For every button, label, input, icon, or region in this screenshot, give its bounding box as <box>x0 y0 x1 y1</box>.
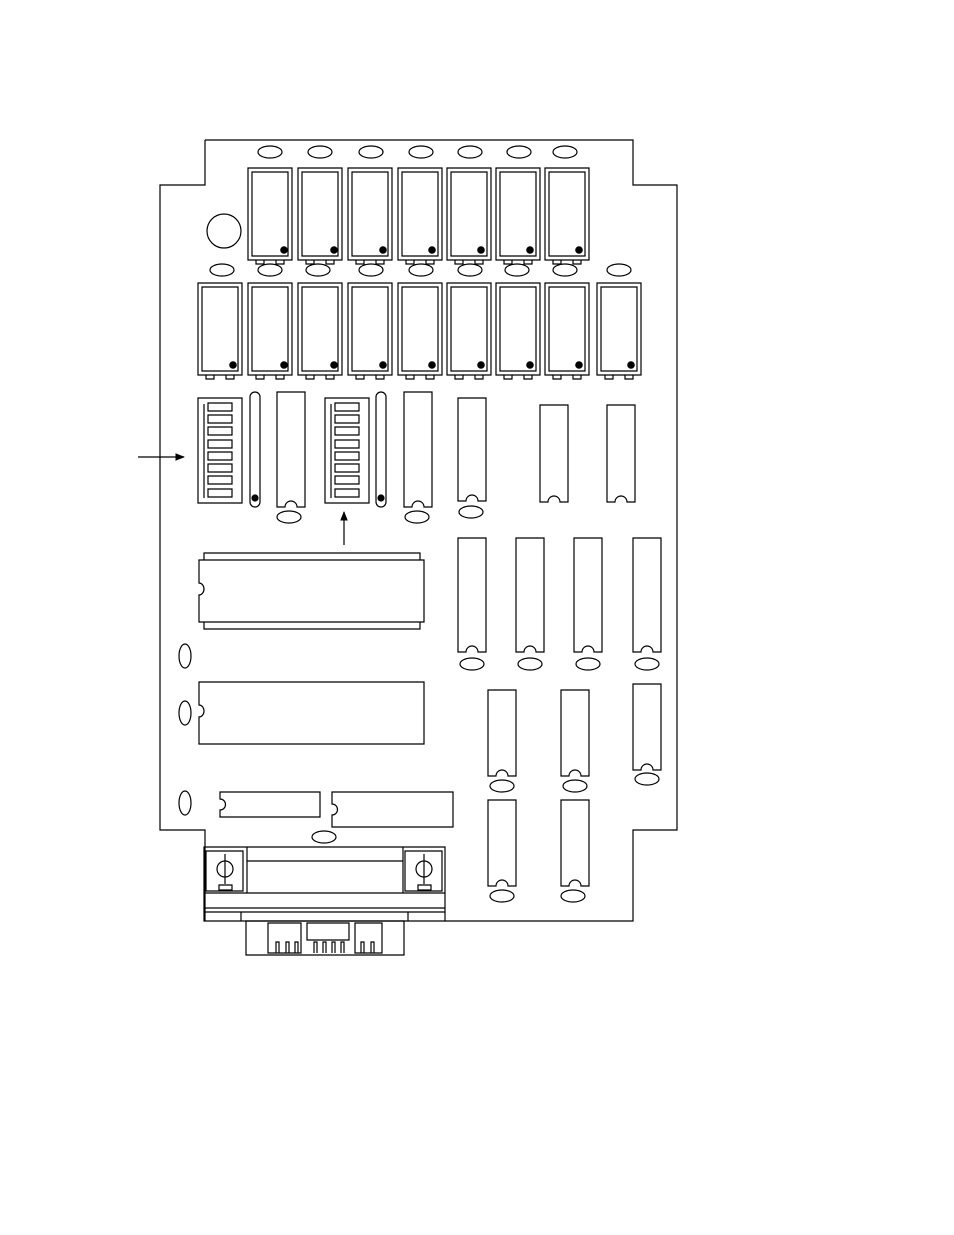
ic-chip <box>561 690 589 776</box>
top-pads-row <box>258 146 577 158</box>
connector-screw-left <box>206 851 243 891</box>
pad <box>405 511 429 523</box>
relay <box>597 283 641 379</box>
relay <box>447 283 491 379</box>
ic-row-2-pads <box>460 658 659 670</box>
ic-chip <box>458 398 486 501</box>
connector-plug <box>246 921 404 955</box>
pad <box>607 264 631 276</box>
bottom-ic-2 <box>332 792 453 827</box>
relay <box>496 168 540 264</box>
ic-chip <box>404 392 432 507</box>
relay <box>447 168 491 264</box>
pad <box>490 890 514 902</box>
relay <box>398 168 442 264</box>
relay <box>248 168 292 264</box>
second-pads-row <box>210 264 631 276</box>
ic-row-1-pads <box>277 506 483 523</box>
ic-chip <box>574 538 602 652</box>
pad <box>459 506 483 518</box>
ic-chip <box>277 392 305 507</box>
capacitor <box>250 392 260 507</box>
ic-chip <box>607 405 635 502</box>
dip-switch-bank-1 <box>198 398 242 503</box>
pad <box>306 264 330 276</box>
pad <box>563 780 587 792</box>
db-connector <box>204 847 445 955</box>
relay <box>248 283 292 379</box>
board-outline <box>160 140 677 921</box>
ic-row-4-pads <box>490 890 585 902</box>
relay <box>545 168 589 264</box>
relay <box>348 168 392 264</box>
pad <box>576 658 600 670</box>
pad <box>277 511 301 523</box>
connector-screw-right <box>405 851 442 891</box>
ic-row-3 <box>488 684 661 776</box>
pad <box>458 264 482 276</box>
ic-row-4 <box>488 800 589 886</box>
pad <box>409 264 433 276</box>
pad <box>553 264 577 276</box>
relay <box>348 283 392 379</box>
pad <box>258 264 282 276</box>
ic-chip <box>540 405 568 502</box>
pad <box>359 146 383 158</box>
ic-chip <box>488 800 516 886</box>
pad <box>359 264 383 276</box>
ic-row-2 <box>458 538 661 652</box>
left-pads <box>179 644 191 815</box>
dip-switch-bank-2 <box>325 398 369 503</box>
ic-chip <box>633 684 661 770</box>
pad <box>518 658 542 670</box>
pad <box>312 831 336 843</box>
pad <box>210 264 234 276</box>
wide-ic-2 <box>199 682 424 744</box>
pad <box>179 644 191 668</box>
wide-ic-1 <box>199 553 424 629</box>
pad <box>561 890 585 902</box>
pad <box>258 146 282 158</box>
ic-chip <box>488 690 516 776</box>
pad <box>635 773 659 785</box>
relay <box>298 283 342 379</box>
ic-chip <box>458 538 486 652</box>
relay <box>198 283 242 379</box>
relay-row-1 <box>248 168 589 264</box>
pad <box>179 791 191 815</box>
pad <box>458 146 482 158</box>
relay-row-2 <box>198 283 641 379</box>
pad <box>507 146 531 158</box>
pad <box>460 658 484 670</box>
bottom-ic-1 <box>220 792 320 817</box>
pad <box>490 780 514 792</box>
pad <box>409 146 433 158</box>
pad <box>505 264 529 276</box>
ic-chip <box>561 800 589 886</box>
mounting-hole <box>207 214 241 248</box>
ic-chip <box>516 538 544 652</box>
relay <box>545 283 589 379</box>
relay <box>298 168 342 264</box>
relay <box>496 283 540 379</box>
capacitor <box>376 392 386 507</box>
pad <box>553 146 577 158</box>
pad <box>179 701 191 725</box>
ic-chip <box>633 538 661 652</box>
pad <box>308 146 332 158</box>
pad <box>635 658 659 670</box>
relay <box>398 283 442 379</box>
